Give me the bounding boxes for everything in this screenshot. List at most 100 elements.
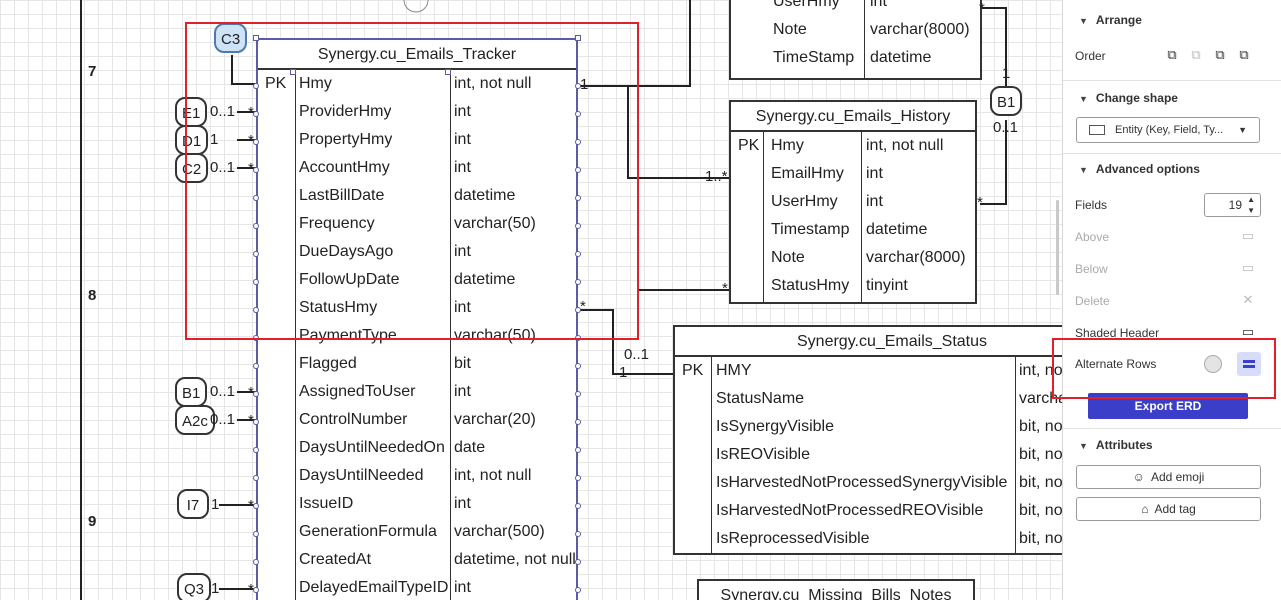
emails-history-title[interactable]: Synergy.cu_Emails_History (731, 102, 975, 132)
connection-point-left[interactable] (253, 251, 259, 257)
emails-status-title[interactable]: Synergy.cu_Emails_Status (675, 327, 1062, 357)
fields-stepper[interactable]: 19 ▲▼ (1204, 193, 1261, 217)
badge-e1[interactable]: E1 (175, 97, 208, 127)
connection-point-left[interactable] (253, 223, 259, 229)
connection-point-right[interactable] (575, 83, 581, 89)
connection-point-left[interactable] (253, 279, 259, 285)
badge-i7[interactable]: I7 (177, 489, 209, 519)
connection-point-right[interactable] (575, 419, 581, 425)
send-backward-icon[interactable]: ⧉ (1215, 47, 1225, 62)
connection-point-right[interactable] (575, 223, 581, 229)
field-row[interactable]: StatusNamevarcha (675, 385, 1062, 413)
connection-point-left[interactable] (253, 503, 259, 509)
export-erd-button[interactable]: Export ERD (1088, 393, 1248, 419)
connection-point-left[interactable] (253, 391, 259, 397)
selection-handle-col2[interactable] (445, 69, 451, 75)
selection-handle-col1[interactable] (290, 69, 296, 75)
connection-point-right[interactable] (575, 307, 581, 313)
advanced-options-section-header[interactable]: ▼Advanced options (1079, 162, 1200, 176)
badge-b1-left[interactable]: B1 (175, 377, 208, 407)
attributes-section-header[interactable]: ▼Attributes (1079, 438, 1153, 452)
canvas-scrollbar[interactable] (1056, 200, 1059, 295)
connection-point-right[interactable] (575, 335, 581, 341)
connection-point-left[interactable] (253, 111, 259, 117)
connection-point-left[interactable] (253, 307, 259, 313)
emails-tracker-title[interactable]: Synergy.cu_Emails_Tracker (258, 40, 576, 70)
connection-point-right[interactable] (575, 139, 581, 145)
bring-to-front-icon[interactable]: ⧉ (1167, 47, 1177, 62)
connection-point-right[interactable] (575, 195, 581, 201)
alternate-rows-off-radio[interactable] (1204, 355, 1222, 373)
delete-row-icon[interactable]: ✕ (1242, 292, 1254, 307)
connection-point-right[interactable] (575, 111, 581, 117)
connection-point-left[interactable] (253, 83, 259, 89)
add-tag-button[interactable]: ⌂Add tag (1076, 497, 1261, 521)
change-shape-section-header[interactable]: ▼Change shape (1079, 91, 1178, 105)
badge-a2c[interactable]: A2c (175, 405, 215, 435)
alternate-rows-on-toggle[interactable] (1237, 352, 1261, 376)
connection-point-right[interactable] (575, 503, 581, 509)
missing-bills-notes-title[interactable]: Synergy.cu_Missing_Bills_Notes (699, 581, 973, 600)
badge-c2[interactable]: C2 (175, 153, 209, 183)
connection-point-left[interactable] (253, 335, 259, 341)
connection-point-left[interactable] (253, 167, 259, 173)
connection-point-right[interactable] (575, 251, 581, 257)
connection-point-left[interactable] (253, 587, 259, 593)
badge-b1-right[interactable]: B1 (990, 86, 1023, 116)
connection-point-left[interactable] (253, 559, 259, 565)
insert-above-icon[interactable]: ▭ (1241, 228, 1255, 243)
connection-point-right[interactable] (575, 363, 581, 369)
send-to-back-icon[interactable]: ⧉ (1239, 47, 1249, 62)
badge-q3[interactable]: Q3 (177, 573, 212, 600)
shape-select[interactable]: Entity (Key, Field, Ty... ▼ (1076, 117, 1260, 143)
connection-point-left[interactable] (253, 419, 259, 425)
connection-point-left[interactable] (253, 363, 259, 369)
connection-point-right[interactable] (575, 531, 581, 537)
insert-below-icon[interactable]: ▭ (1241, 260, 1255, 275)
connection-point-right[interactable] (575, 391, 581, 397)
connection-point-right[interactable] (575, 447, 581, 453)
badge-d1[interactable]: D1 (175, 125, 209, 155)
connection-point-right[interactable] (575, 279, 581, 285)
connection-point-left[interactable] (253, 447, 259, 453)
connection-point-left[interactable] (253, 195, 259, 201)
add-emoji-button[interactable]: ☺Add emoji (1076, 465, 1261, 489)
connection-point-right[interactable] (575, 167, 581, 173)
badge-c3[interactable]: C3 (214, 23, 248, 53)
connection-point-left[interactable] (253, 475, 259, 481)
missing-bills-notes-table[interactable]: Synergy.cu_Missing_Bills_Notes (697, 579, 975, 600)
stepper-arrows-icon[interactable]: ▲▼ (1247, 195, 1255, 215)
connection-point-left[interactable] (253, 531, 259, 537)
connection-point-right[interactable] (575, 587, 581, 593)
